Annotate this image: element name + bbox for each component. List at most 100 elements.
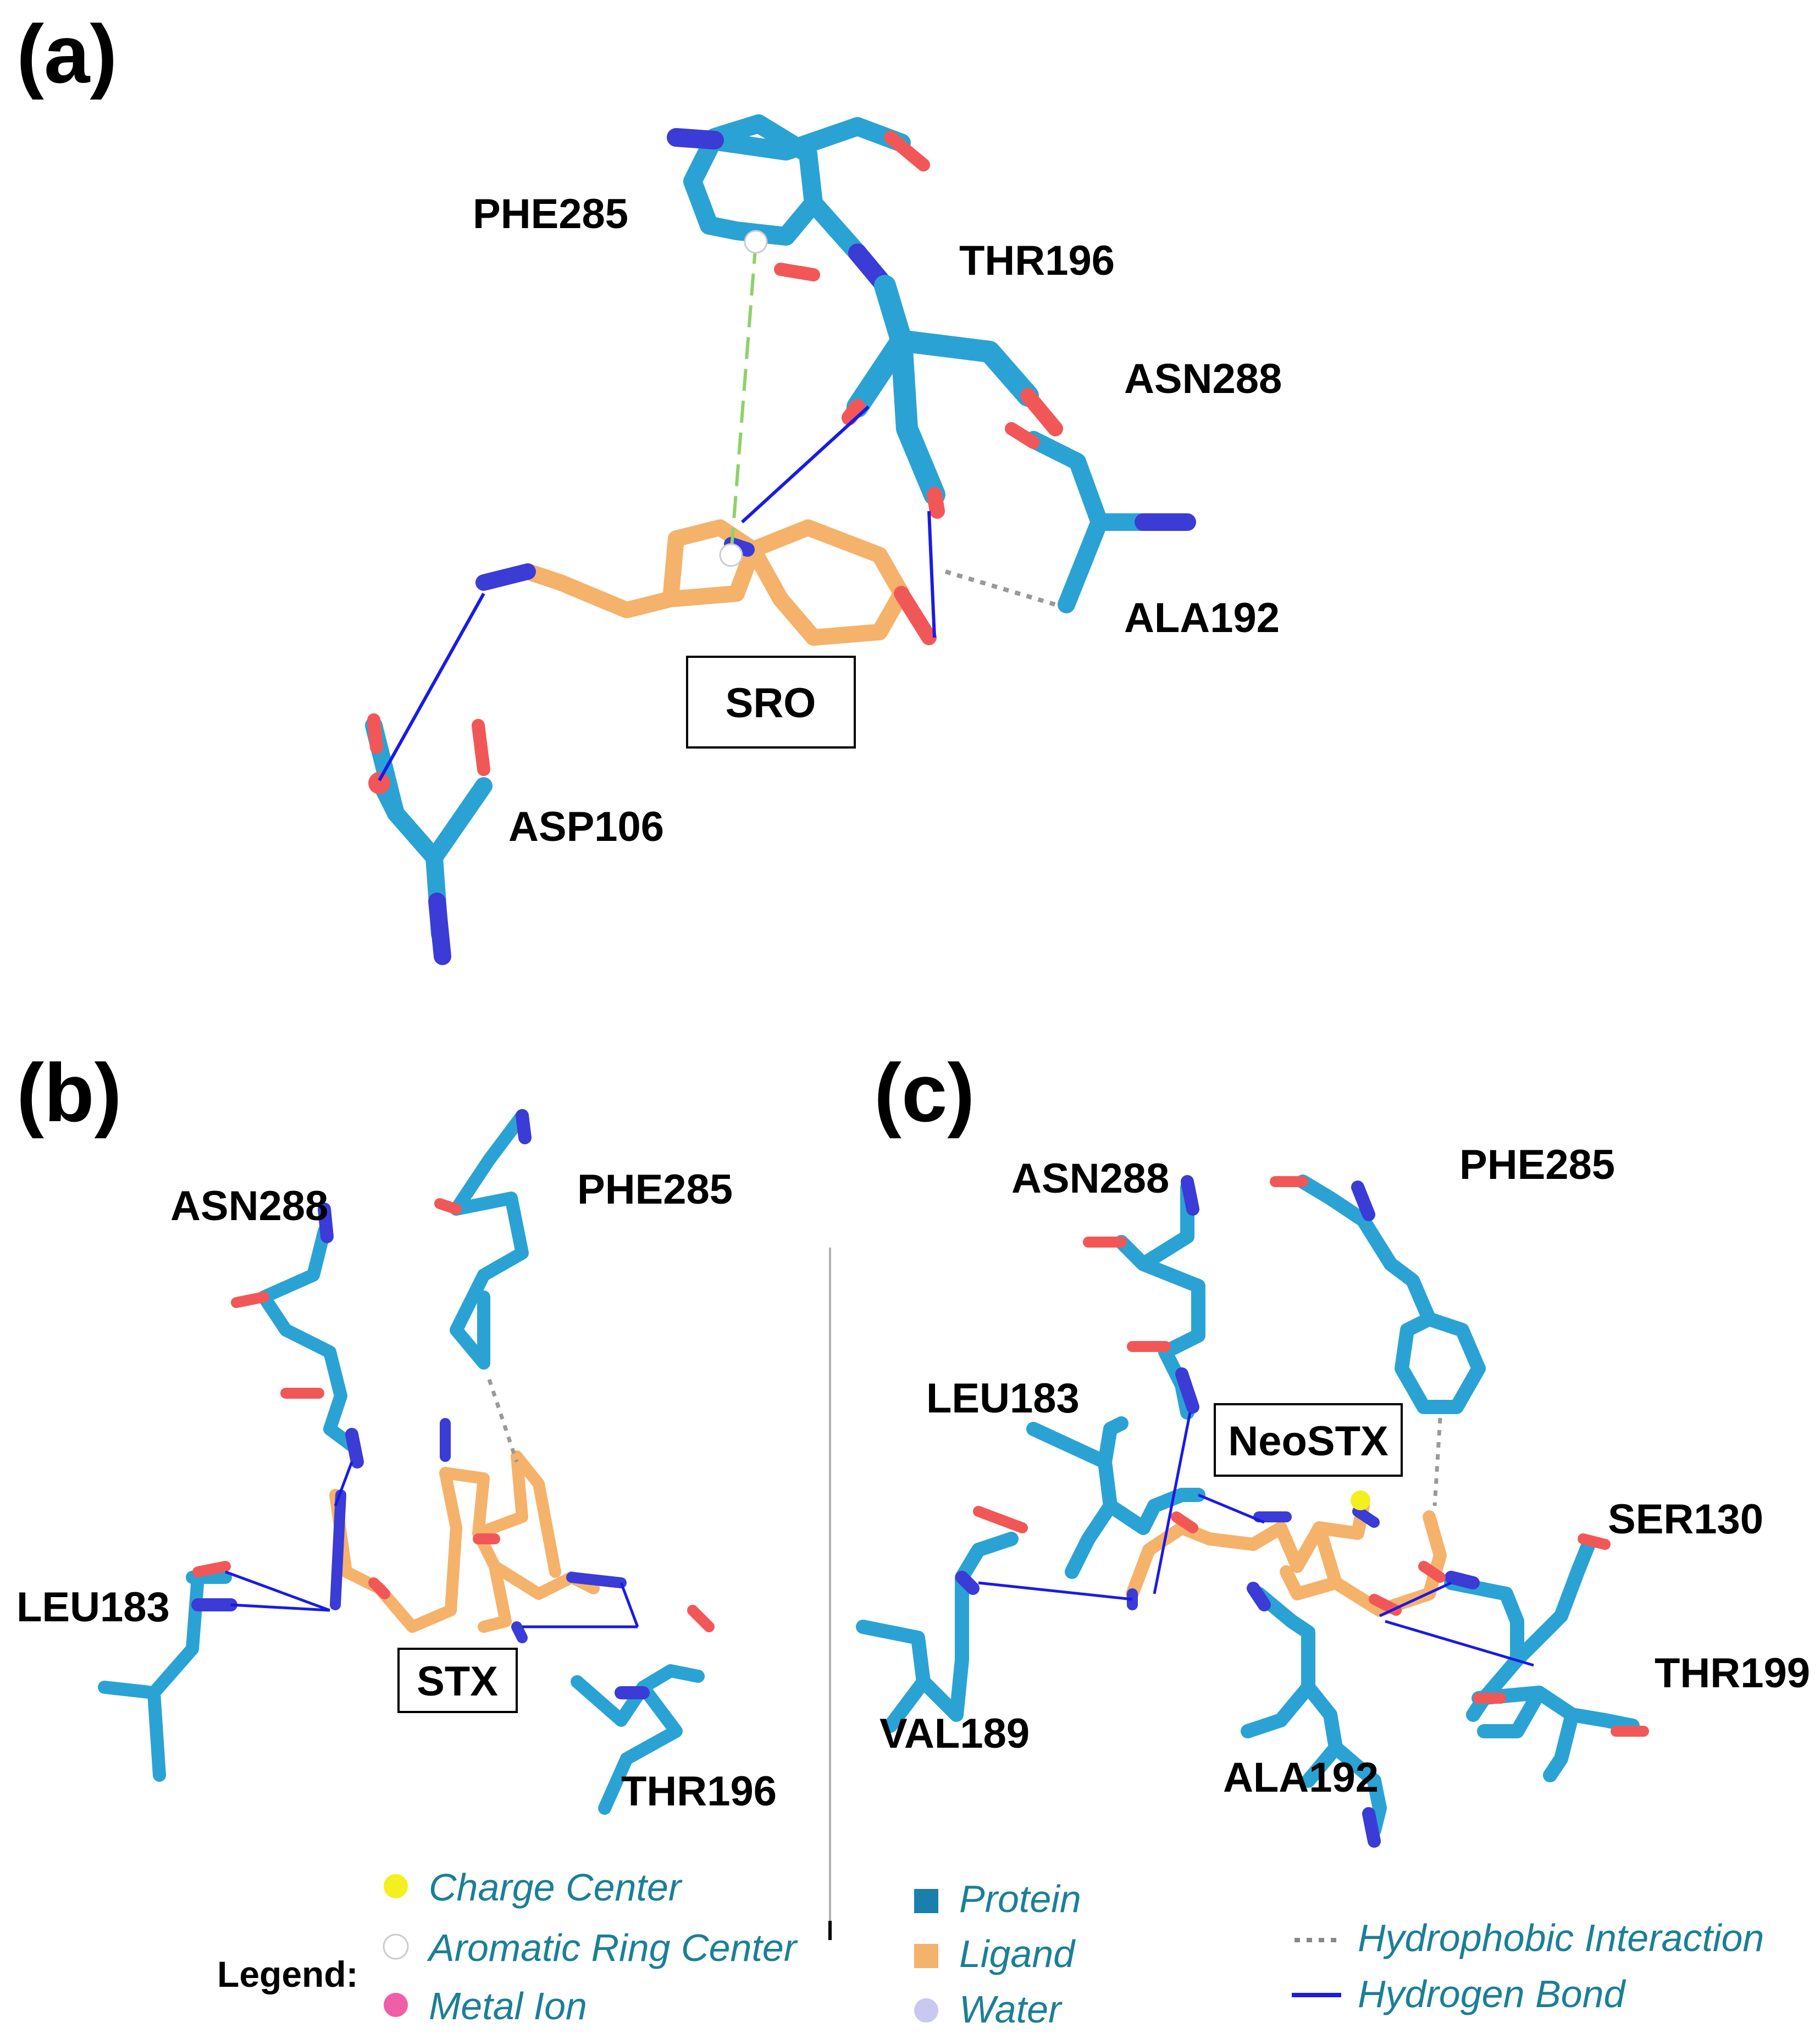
asn288-n-atom [318, 1203, 334, 1243]
residue-label-phe285-b: PHE285 [577, 1166, 733, 1213]
panel-c-label: (c) [874, 1046, 975, 1139]
aromatic-ring-center-phe285 [744, 230, 768, 254]
asp106-od2-atom [472, 719, 490, 776]
charge-center-marker [1351, 1491, 1370, 1510]
panel-c: (c) [856, 1046, 1810, 1848]
phe285-co-atom [774, 263, 820, 281]
legend-item-ligand: Ligand [959, 1932, 1076, 1975]
ligand-neostx-sticks [1126, 1499, 1447, 1617]
panel-b-protein [98, 1109, 705, 1815]
asn288-nd2-atom [345, 1428, 364, 1469]
ligand-stx-heteroatoms [330, 1418, 627, 1643]
panel-a-label: (a) [16, 8, 117, 100]
ligand-box-sro [686, 656, 856, 749]
legend-item-water: Water [959, 1988, 1063, 2031]
neostx-o-atom-1 [1171, 1511, 1198, 1533]
hbond-val189-neostx [978, 1581, 1133, 1601]
panel-a: (a) [16, 8, 1282, 965]
thr196-o-atom [687, 1605, 715, 1632]
asn288-o-atom [231, 1292, 269, 1308]
phe285-o-atom [434, 1198, 462, 1215]
ligand-box-neostx [1214, 1403, 1403, 1477]
panel-c-interactions [978, 1412, 1534, 1667]
panel-a-interactions [378, 230, 1056, 782]
aromatic-ring-center-icon [383, 1933, 409, 1960]
water-dot-icon [914, 1998, 938, 2023]
phe285-c-n-atom [1351, 1181, 1375, 1221]
asn288-o-atom [1005, 422, 1040, 449]
asn288-c-nd2-atom [1175, 1367, 1199, 1414]
phe285-c-sticks [1296, 1174, 1436, 1326]
ala192-c-n2-atom [1362, 1807, 1381, 1848]
residue-label-ala192-c: ALA192 [1223, 1754, 1379, 1801]
phe285-n-atom [667, 128, 724, 149]
ligand-label-neostx: NeoSTX [1228, 1418, 1388, 1465]
ser130-c-o-atom [1578, 1533, 1611, 1550]
neostx-n-atom-3 [1352, 1506, 1380, 1528]
legend-item-hydrophobic-interaction: Hydrophobic Interaction [1358, 1916, 1764, 1959]
thr196-og-atom [842, 399, 865, 425]
panel-b-interactions [225, 1378, 639, 1628]
ligand-square-icon [914, 1944, 938, 1968]
val189-c-n-atom [955, 1571, 980, 1595]
residue-label-asp106: ASP106 [508, 804, 664, 850]
residue-label-leu183-b: LEU183 [16, 1584, 170, 1631]
hbond-thr196-sro [740, 405, 870, 524]
phe285-ring [1395, 1312, 1486, 1414]
stx-n-atom-1 [330, 1489, 346, 1610]
residue-label-val189-c: VAL189 [879, 1710, 1030, 1757]
charge-center-icon [384, 1874, 408, 1898]
stx-n-atom-4 [511, 1621, 528, 1643]
thr196-og1-atom [927, 487, 945, 519]
ser130-c-n-atom [1445, 1571, 1480, 1589]
hydrophobic-phe285-stx [487, 1378, 519, 1463]
ligand-box-stx [397, 1648, 518, 1713]
hbond-asn288-neostx [1153, 1412, 1192, 1594]
hbond-leu183-n-stx [230, 1603, 330, 1612]
residue-label-phe285: PHE285 [473, 191, 628, 237]
legend-item-aromatic-ring-center: Aromatic Ring Center [427, 1926, 798, 1969]
hbond-leu183-neostx [1198, 1493, 1265, 1524]
neostx-o-atom-3 [1418, 1561, 1446, 1583]
legend-item-charge-center: Charge Center [429, 1866, 683, 1909]
residue-label-thr199-c: THR199 [1655, 1650, 1810, 1697]
asp106-oxygen-atom [368, 772, 390, 794]
hbond-thr196-og1-sro [927, 511, 936, 638]
hydrophobic-phe285-neostx [1432, 1417, 1442, 1506]
panel-b-heteroatoms [191, 1109, 715, 1699]
residue-label-thr196-b: THR196 [621, 1768, 777, 1815]
legend-item-hydrogen-bond: Hydrogen Bond [1358, 1972, 1627, 2015]
leu183-sticks [98, 1571, 204, 1782]
residue-label-asn288-b: ASN288 [170, 1183, 328, 1229]
ligand-label-stx: STX [417, 1658, 498, 1705]
hbond-asp106-sro [378, 592, 485, 782]
residue-thr196-sticks [847, 275, 1039, 506]
panel-c-heteroatoms [955, 1175, 1649, 1848]
asp106-od1-atom [367, 713, 383, 754]
ala192-c-n-atom [1247, 1582, 1271, 1611]
phe285-o-atom [884, 131, 930, 171]
hbond-thr196-stx-1 [619, 1582, 639, 1627]
asn288-c-n-atom [1181, 1175, 1199, 1216]
legend: Legend: Charge Center Aromatic Ring Cent… [217, 1866, 1764, 2031]
thr196-o-atom [1020, 388, 1063, 436]
metal-ion-icon [384, 1993, 408, 2017]
panel-b-label: (b) [16, 1046, 122, 1139]
asn288-c-sticks [1114, 1180, 1205, 1420]
pi-stacking-line [729, 241, 757, 556]
asp106-n-atom [428, 893, 451, 965]
stx-o-atom-1 [368, 1577, 390, 1599]
legend-item-protein: Protein [959, 1877, 1081, 1920]
phe285-sticks [450, 1109, 529, 1370]
protein-square-icon [914, 1889, 938, 1913]
asn288-sticks [257, 1224, 358, 1452]
hbond-ser130-neostx [1379, 1581, 1452, 1617]
hbond-asn288-stx [334, 1461, 353, 1506]
ligand-label-sro: SRO [726, 680, 816, 727]
residue-label-ala192: ALA192 [1124, 595, 1280, 641]
residue-label-thr196: THR196 [959, 237, 1115, 284]
residue-label-leu183-c: LEU183 [926, 1375, 1080, 1422]
val189-c-sticks [856, 1620, 931, 1733]
residue-label-asn288-c: ASN288 [1011, 1155, 1169, 1202]
